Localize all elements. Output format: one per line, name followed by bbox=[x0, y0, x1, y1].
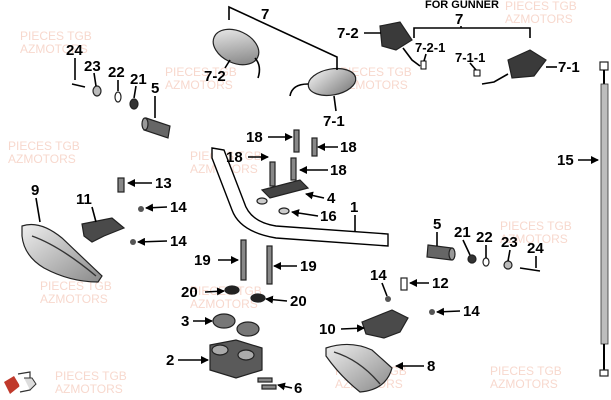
watermark: AZMOTORS bbox=[55, 382, 123, 396]
handlebar-clamp-upper bbox=[256, 129, 318, 215]
callout-18-c: 18 bbox=[340, 139, 357, 156]
throttle-cable bbox=[599, 61, 609, 377]
callout-7-1-1: 7-1-1 bbox=[455, 50, 485, 65]
callout-8: 8 bbox=[427, 358, 435, 375]
watermark: AZMOTORS bbox=[190, 297, 258, 311]
callout-15: 15 bbox=[557, 152, 574, 169]
mirror-gunner-left bbox=[379, 21, 427, 70]
watermark: AZMOTORS bbox=[20, 42, 88, 56]
right-grip-parts bbox=[426, 244, 541, 272]
riser-assembly bbox=[209, 239, 277, 390]
mirror-gunner-right bbox=[473, 49, 547, 85]
callout-14-a: 14 bbox=[170, 199, 187, 216]
watermark: PIECES TGB bbox=[40, 279, 112, 293]
callout-14-d: 14 bbox=[463, 303, 480, 320]
watermark: AZMOTORS bbox=[40, 292, 108, 306]
handlebar bbox=[211, 147, 389, 247]
callout-12: 12 bbox=[432, 275, 449, 292]
watermark: PIECES TGB bbox=[500, 219, 572, 233]
watermark: PIECES TGB bbox=[55, 369, 127, 383]
watermark: AZMOTORS bbox=[165, 78, 233, 92]
note-for-gunner: FOR GUNNER bbox=[425, 0, 499, 11]
watermark: PIECES TGB bbox=[20, 29, 92, 43]
callout-13: 13 bbox=[155, 175, 172, 192]
watermark: AZMOTORS bbox=[500, 232, 568, 246]
callout-7: 7 bbox=[261, 6, 269, 23]
bracket-7 bbox=[228, 5, 338, 70]
watermark: PIECES TGB bbox=[8, 139, 80, 153]
callout-9: 9 bbox=[31, 182, 39, 199]
watermark: PIECES TGB bbox=[490, 364, 562, 378]
watermark: AZMOTORS bbox=[490, 377, 558, 391]
callout-7-1-gunner: 7-1 bbox=[558, 59, 580, 76]
callout-18-d: 18 bbox=[330, 162, 347, 179]
callout-21-right: 21 bbox=[454, 224, 471, 241]
watermark: PIECES TGB bbox=[165, 65, 237, 79]
callout-14-c: 14 bbox=[370, 267, 387, 284]
callout-14-b: 14 bbox=[170, 233, 187, 250]
callout-20-b: 20 bbox=[290, 293, 307, 310]
callout-19-a: 19 bbox=[194, 252, 211, 269]
hand-guard-left bbox=[21, 223, 103, 283]
callout-5-right: 5 bbox=[433, 216, 441, 233]
callout-5-left: 5 bbox=[151, 80, 159, 97]
callout-4: 4 bbox=[327, 190, 336, 207]
callout-11: 11 bbox=[76, 191, 92, 208]
watermark: PIECES TGB bbox=[340, 65, 412, 79]
callout-7-2: 7-2 bbox=[204, 68, 226, 85]
callout-24-left: 24 bbox=[66, 42, 83, 59]
callout-19-b: 19 bbox=[300, 258, 317, 275]
callout-22-left: 22 bbox=[108, 64, 125, 81]
left-grip-parts bbox=[71, 83, 171, 139]
callout-7-2-1: 7-2-1 bbox=[415, 40, 445, 55]
watermark: AZMOTORS bbox=[340, 78, 408, 92]
mirror-right bbox=[289, 67, 357, 97]
callout-22-right: 22 bbox=[476, 229, 493, 246]
hand-guard-bracket-right bbox=[361, 277, 435, 339]
callout-6: 6 bbox=[294, 380, 302, 397]
callout-7-gunner: 7 bbox=[455, 11, 463, 28]
callout-18-b: 18 bbox=[226, 149, 243, 166]
callout-23-right: 23 bbox=[501, 234, 518, 251]
callout-10: 10 bbox=[319, 321, 336, 338]
hand-guard-right bbox=[325, 343, 393, 393]
callout-7-1: 7-1 bbox=[323, 113, 345, 130]
callout-1: 1 bbox=[350, 199, 358, 216]
callout-20-a: 20 bbox=[181, 284, 198, 301]
callout-23-left: 23 bbox=[84, 58, 101, 75]
callout-16: 16 bbox=[320, 208, 337, 225]
watermark: AZMOTORS bbox=[8, 152, 76, 166]
hand-guard-bracket-left bbox=[81, 177, 144, 245]
callout-24-right: 24 bbox=[527, 240, 544, 257]
watermark: PIECES TGB bbox=[505, 0, 577, 13]
watermark: AZMOTORS bbox=[505, 12, 573, 26]
callout-18-a: 18 bbox=[246, 129, 263, 146]
callout-2: 2 bbox=[166, 352, 174, 369]
callout-7-2-gunner: 7-2 bbox=[337, 25, 359, 42]
callout-21-left: 21 bbox=[130, 71, 147, 88]
brand-logo bbox=[4, 371, 37, 394]
callout-3: 3 bbox=[181, 313, 189, 330]
